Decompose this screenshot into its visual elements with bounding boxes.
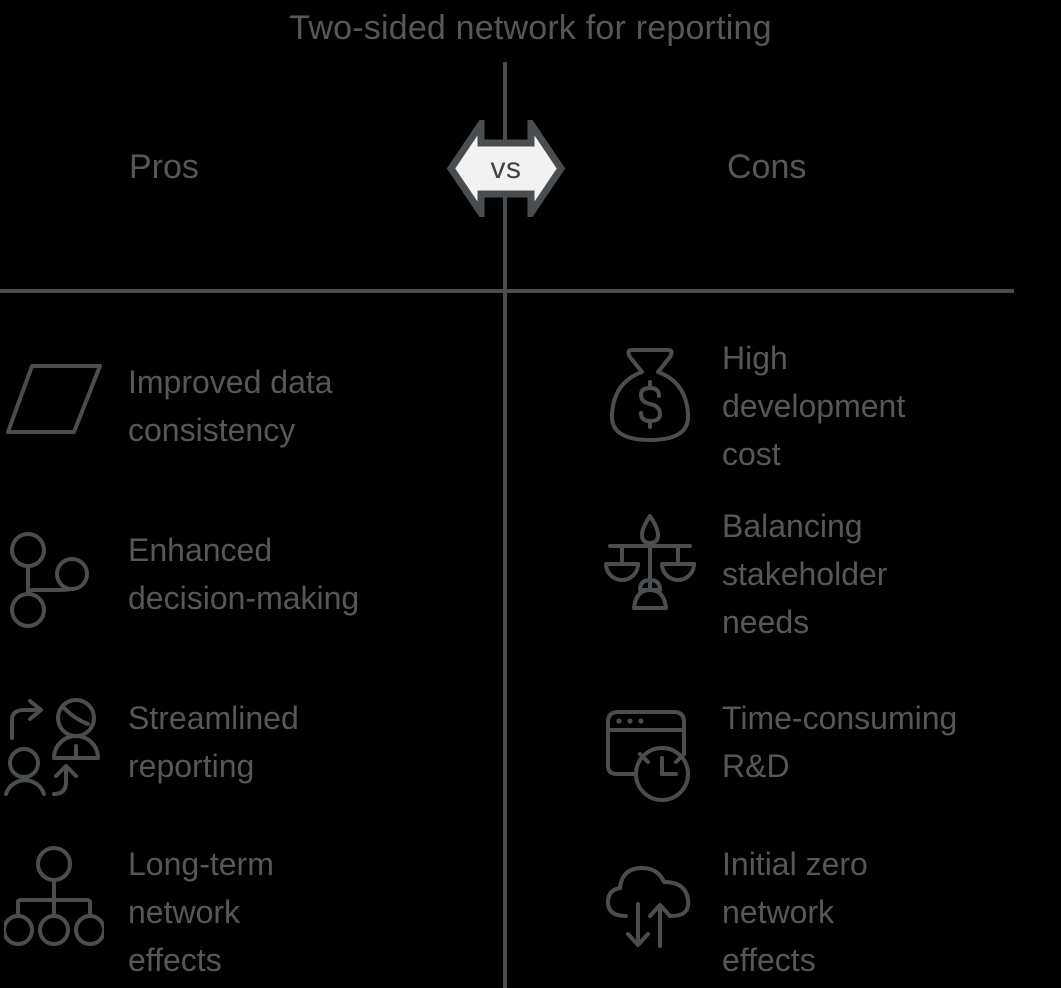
org-chart-icon — [0, 840, 108, 948]
decision-nodes-icon — [0, 526, 108, 630]
browser-clock-icon — [596, 694, 704, 804]
horizontal-divider — [0, 289, 1014, 293]
list-item-label: Streamlined reporting — [128, 700, 299, 784]
page-title: Two-sided network for reporting — [289, 9, 772, 47]
people-exchange-icon — [0, 694, 108, 798]
scales-balance-icon — [596, 502, 704, 612]
list-item: Balancing stakeholder needs — [596, 502, 1061, 646]
list-item-label: Balancing stakeholder needs — [722, 508, 888, 640]
column-heading-cons: Cons — [727, 148, 807, 186]
list-item: Initial zero network effects — [596, 840, 1061, 984]
list-item: Enhanced decision-making — [0, 526, 500, 630]
list-item-label: Long-term network effects — [128, 846, 274, 978]
list-item-label: Enhanced decision-making — [128, 532, 360, 616]
list-item: Time-consuming R&D — [596, 694, 1061, 804]
cloud-sync-icon — [596, 840, 704, 950]
list-item-label: Improved data consistency — [128, 364, 333, 448]
vertical-divider — [503, 62, 507, 988]
list-item-label: High development cost — [722, 340, 906, 472]
column-heading-pros: Pros — [129, 148, 199, 186]
parallelogram-icon — [0, 358, 108, 436]
list-item: High development cost — [596, 334, 1061, 478]
vs-badge — [447, 120, 565, 217]
list-item-label: Time-consuming R&D — [722, 700, 958, 784]
list-item-label: Initial zero network effects — [722, 846, 868, 978]
list-item: Long-term network effects — [0, 840, 500, 984]
list-item: Improved data consistency — [0, 358, 500, 454]
money-bag-icon — [596, 334, 704, 444]
list-item: Streamlined reporting — [0, 694, 500, 798]
